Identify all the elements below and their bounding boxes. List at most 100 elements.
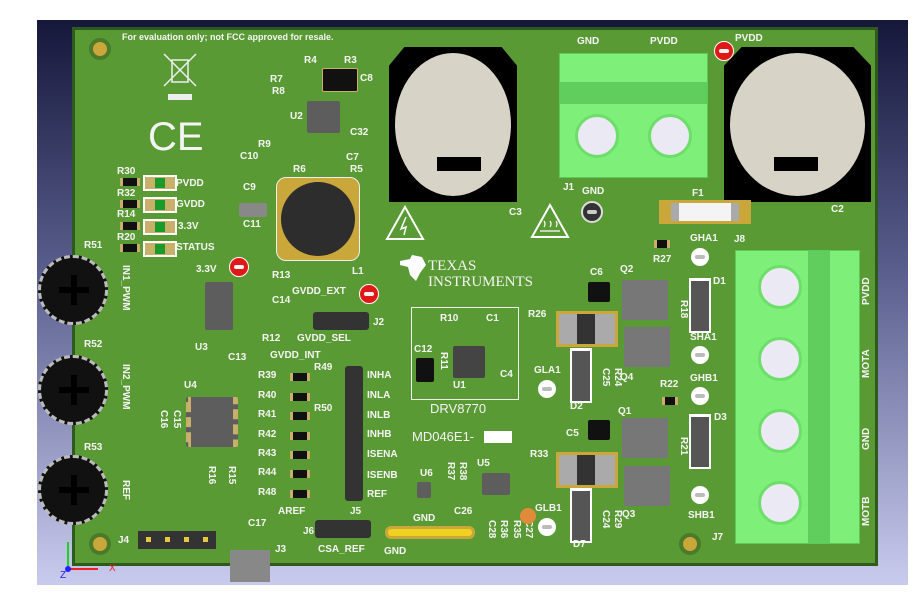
diode-d3	[689, 414, 711, 469]
resistor-r27	[654, 240, 670, 248]
resistor-r33	[556, 452, 618, 488]
resistor	[290, 470, 310, 478]
connector-j3[interactable]	[230, 550, 270, 582]
label-j7-motb: MOTB	[861, 496, 872, 526]
label-c28: C28	[486, 520, 497, 539]
resistor-r22	[662, 397, 678, 405]
label-c32: C32	[350, 127, 369, 138]
label-j5: J5	[350, 506, 362, 517]
capacitor-c6	[588, 282, 610, 302]
test-point-gvdd-ext[interactable]	[359, 284, 379, 304]
header-j5[interactable]	[345, 366, 363, 501]
test-point-sha1[interactable]	[691, 346, 709, 364]
resistor	[290, 412, 310, 420]
test-point-shb1[interactable]	[691, 486, 709, 504]
potentiometer-r52[interactable]	[38, 355, 108, 425]
label-c9: C9	[243, 182, 256, 193]
label-c16: C16	[158, 410, 169, 429]
test-point-3v3[interactable]	[229, 257, 249, 277]
label-led-gvdd: GVDD	[176, 199, 205, 210]
label-c5: C5	[566, 428, 579, 439]
label-inhb: INHB	[367, 429, 392, 440]
board-notice: For evaluation only; not FCC approved fo…	[122, 32, 334, 42]
chip-u1-drv8770	[453, 346, 485, 378]
label-c1: C1	[486, 313, 499, 324]
label-q4: Q4	[620, 372, 634, 383]
label-r4: R4	[304, 55, 317, 66]
label-r7: R7	[270, 74, 283, 85]
test-point-ghb1[interactable]	[691, 387, 709, 405]
label-j1: J1	[563, 182, 575, 193]
test-point-glb1[interactable]	[538, 518, 556, 536]
resistor-r32	[120, 200, 140, 208]
label-r5: R5	[350, 164, 363, 175]
label-c14: C14	[272, 295, 291, 306]
label-c26: C26	[454, 506, 473, 517]
label-c15: C15	[171, 410, 182, 429]
label-gla1: GLA1	[534, 365, 561, 376]
label-r18: R18	[678, 300, 689, 319]
label-r27: R27	[653, 254, 672, 265]
gnd-loop[interactable]	[385, 526, 475, 539]
diode-d2	[570, 348, 592, 403]
potentiometer-r53[interactable]	[38, 455, 108, 525]
label-j7-mota: MOTA	[861, 349, 872, 378]
label-j4: J4	[118, 535, 130, 546]
axis-triad-icon	[65, 542, 98, 572]
terminal-block-j7[interactable]	[735, 250, 860, 544]
label-c3: C3	[509, 207, 522, 218]
label-r29: R29	[612, 510, 623, 529]
label-c8: C8	[360, 73, 373, 84]
test-point-gha1[interactable]	[691, 248, 709, 266]
label-q2: Q2	[620, 264, 634, 275]
label-r12: R12	[262, 333, 281, 344]
label-c24: C24	[600, 510, 611, 529]
label-j7: J7	[712, 532, 724, 543]
label-ref-pot: REF	[120, 480, 131, 500]
label-inha: INHA	[367, 370, 392, 381]
label-c7: C7	[346, 152, 359, 163]
test-point-gla1[interactable]	[538, 380, 556, 398]
board-id: MD046E1-	[412, 429, 475, 444]
label-r43: R43	[258, 448, 277, 459]
potentiometer-r51[interactable]	[38, 255, 108, 325]
label-r38: R38	[457, 462, 468, 481]
jumper-j6[interactable]	[315, 520, 371, 538]
hot-surface-warning-icon	[530, 203, 570, 238]
label-u3: U3	[195, 342, 208, 353]
label-r11: R11	[438, 352, 449, 370]
label-r51: R51	[84, 240, 103, 251]
mosfet-q4	[624, 327, 670, 367]
label-gnd-bar: GND	[413, 513, 436, 524]
mounting-hole	[679, 533, 701, 555]
label-c17: C17	[248, 518, 267, 529]
resistor	[290, 393, 310, 401]
label-gnd-tp: GND	[582, 186, 605, 197]
terminal-block-j1[interactable]	[559, 53, 708, 178]
label-d2: D2	[570, 401, 583, 412]
capacitor-c8	[322, 68, 358, 92]
label-u5: U5	[477, 458, 490, 469]
label-r32: R32	[117, 188, 136, 199]
led-status	[143, 241, 177, 257]
label-r35: R35	[511, 520, 522, 539]
test-point-gnd[interactable]	[581, 201, 603, 223]
label-r14: R14	[117, 209, 136, 220]
diode-d7	[570, 488, 592, 543]
ti-logo-icon	[400, 255, 426, 281]
resistor	[290, 490, 310, 498]
label-r13: R13	[272, 270, 291, 281]
label-r50: R50	[314, 403, 333, 414]
ti-logo-line1: TEXAS	[428, 258, 477, 274]
label-j2: J2	[373, 317, 385, 328]
board-id-blank	[484, 431, 512, 443]
jumper-j2[interactable]	[313, 312, 369, 330]
label-c4: C4	[500, 369, 513, 380]
label-r40: R40	[258, 390, 277, 401]
highlight-marker	[520, 508, 536, 524]
label-gvdd-int: GVDD_INT	[270, 350, 321, 361]
test-point-pvdd[interactable]	[714, 41, 734, 61]
label-led-status: STATUS	[176, 242, 215, 253]
header-j4[interactable]	[138, 531, 216, 549]
label-r21: R21	[678, 437, 689, 456]
